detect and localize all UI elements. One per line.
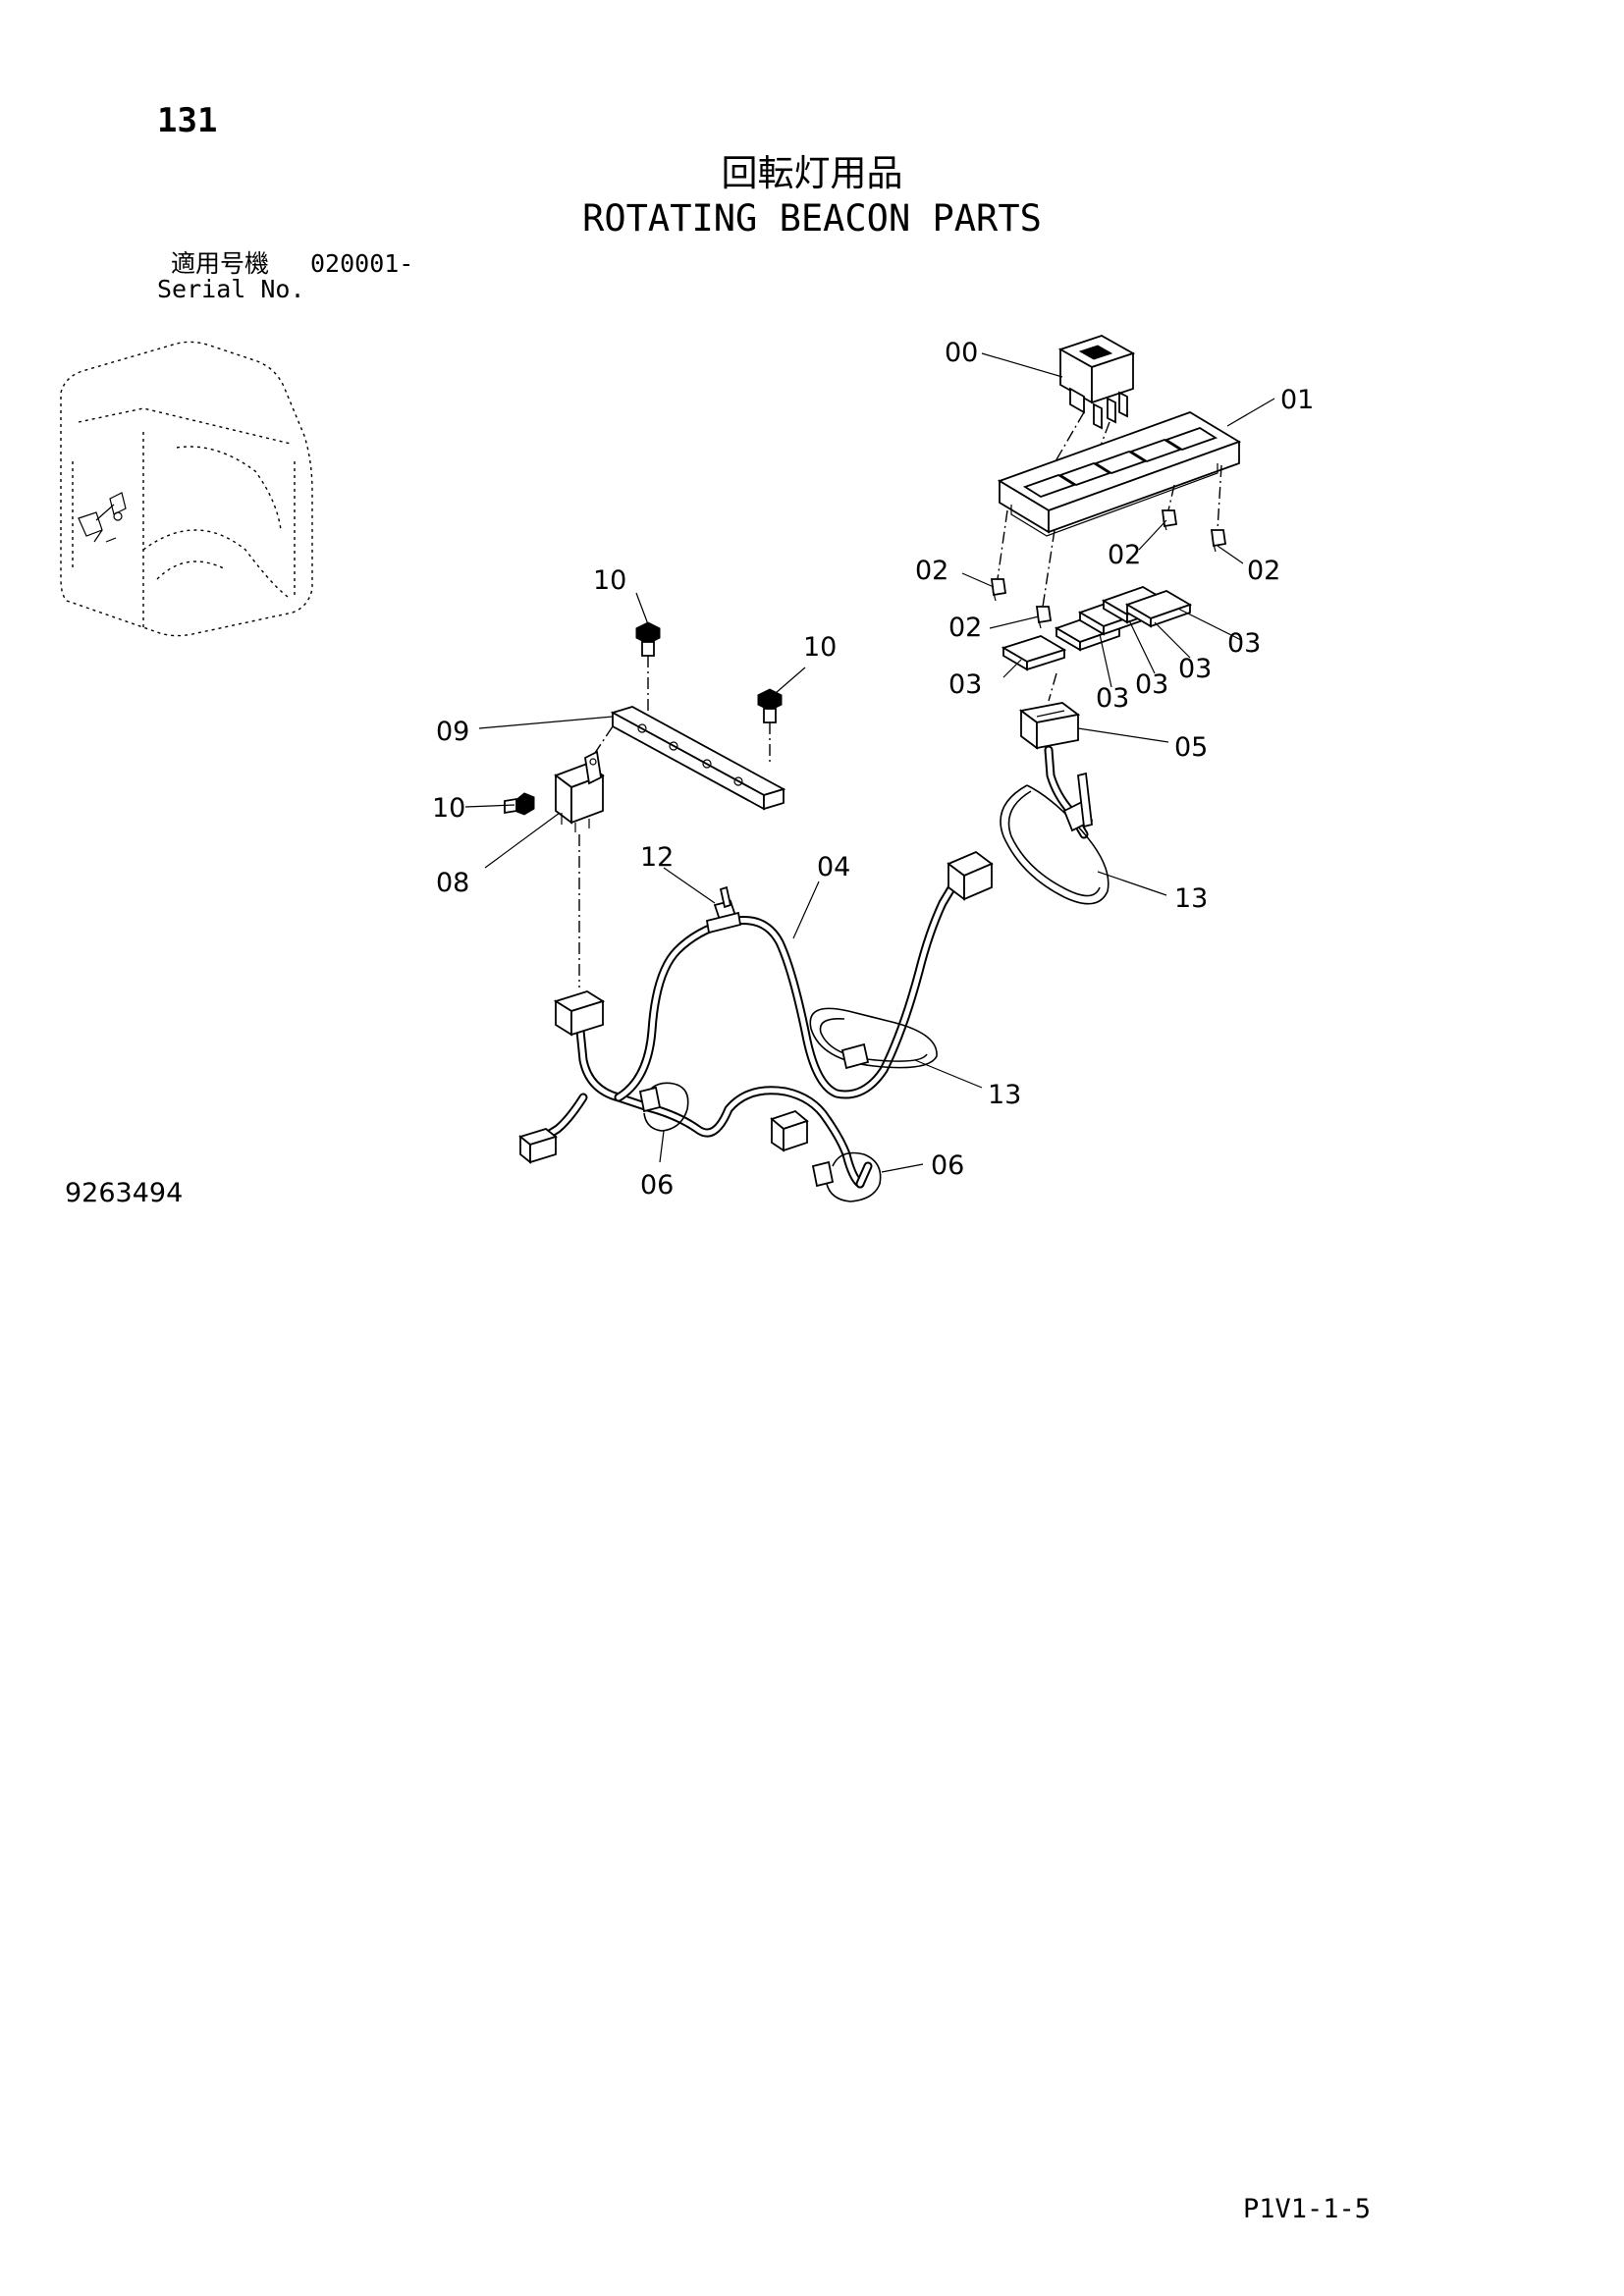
screw-02-a [990, 578, 1007, 602]
callout-10-right: 10 [803, 632, 837, 663]
callout-03-a: 03 [1096, 683, 1129, 714]
callout-04: 04 [817, 852, 850, 882]
clip-12 [705, 885, 742, 934]
connector-bottom-middle [770, 1109, 809, 1152]
connector-middle-right [947, 850, 994, 901]
cable-tie-13-upper [1000, 772, 1110, 905]
drawing-number: 9263494 [65, 1178, 184, 1208]
callout-02-left: 02 [915, 556, 948, 586]
callout-10-top: 10 [593, 565, 626, 596]
clamp-06-right [811, 1151, 882, 1202]
callout-03-b: 03 [1135, 669, 1168, 700]
bolt-10-left [504, 792, 535, 816]
connector-top-left [553, 990, 606, 1037]
callout-03-right: 03 [1227, 628, 1261, 659]
page-number: 131 [157, 101, 218, 140]
callout-02-lower: 02 [948, 613, 982, 643]
blank-cover-03-e [1124, 590, 1193, 628]
page-title-english: ROTATING BEACON PARTS [582, 197, 1042, 240]
callout-13-lower: 13 [988, 1080, 1021, 1110]
screw-02-b [1035, 606, 1053, 629]
wire-harness-04 [537, 879, 959, 1189]
relay-08 [554, 750, 605, 832]
callout-12: 12 [640, 842, 674, 873]
clamp-06-left [638, 1082, 689, 1132]
serial-number-value: 020001- [310, 249, 414, 278]
cab-location-thumbnail [60, 341, 313, 637]
blank-cover-03-a [1001, 635, 1067, 671]
connector-bottom-left [518, 1127, 558, 1164]
cable-tie-13-lower [809, 1007, 938, 1070]
serial-label-english: Serial No. [157, 275, 305, 303]
screw-02-d [1210, 529, 1227, 553]
callout-02-right: 02 [1247, 556, 1280, 586]
callout-03-c: 03 [1178, 654, 1212, 684]
callout-13-upper: 13 [1174, 883, 1208, 914]
callout-05: 05 [1174, 732, 1208, 763]
callout-03-left: 03 [948, 669, 982, 700]
leader-lines [464, 352, 1275, 1173]
page-code: P1V1-1-5 [1243, 2194, 1372, 2224]
callout-08: 08 [436, 868, 469, 898]
callout-06-left: 06 [640, 1170, 674, 1201]
callout-09: 09 [436, 717, 469, 747]
callout-01: 01 [1280, 385, 1314, 415]
bolt-10-top [635, 621, 661, 657]
connector-05 [1018, 702, 1081, 750]
screw-02-c [1161, 509, 1178, 531]
bolt-10-right [757, 688, 783, 723]
callout-06-right: 06 [931, 1150, 964, 1181]
callout-10-left: 10 [432, 793, 465, 824]
bracket-09 [610, 706, 786, 811]
callout-02-middle: 02 [1108, 540, 1141, 570]
switch-panel-01 [997, 411, 1242, 537]
rocker-switch-00 [1057, 335, 1136, 430]
page-title-japanese: 回転灯用品 [721, 152, 903, 194]
serial-label-japanese: 適用号機 [171, 249, 270, 278]
callout-00: 00 [945, 338, 978, 368]
